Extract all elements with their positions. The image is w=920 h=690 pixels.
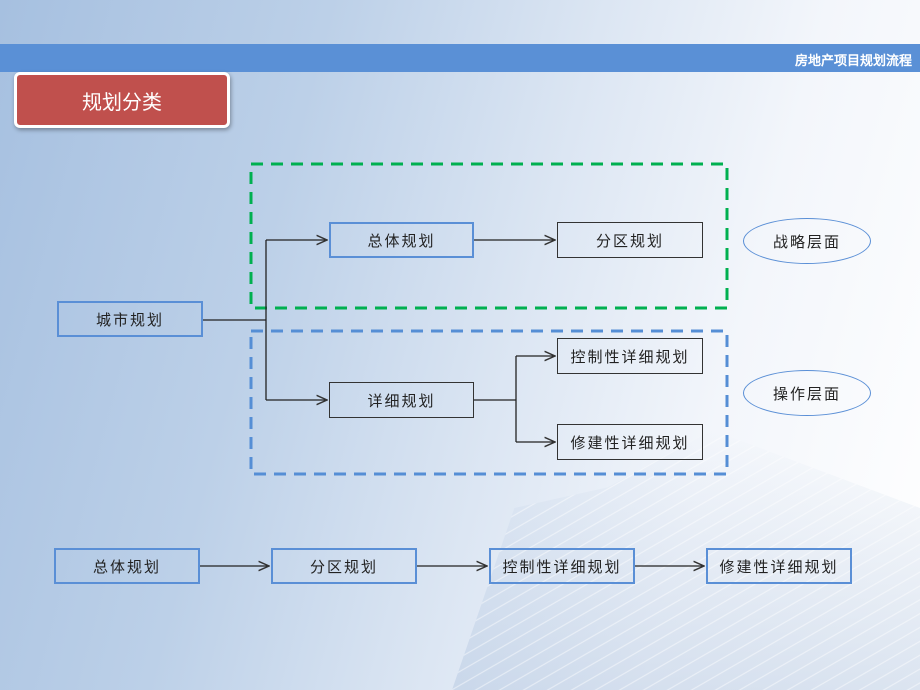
flow-step-4: 修建性详细规划 [706, 548, 852, 584]
node-zoning-plan: 分区规划 [557, 222, 703, 258]
flow-step-label: 修建性详细规划 [719, 557, 839, 576]
section-title-tab: 规划分类 [14, 72, 230, 128]
node-label: 分区规划 [595, 231, 664, 250]
node-label: 控制性详细规划 [570, 347, 690, 366]
node-constructive-detailed-plan: 修建性详细规划 [557, 424, 703, 460]
header-bar: 房地产项目规划流程 [0, 44, 920, 72]
node-label: 修建性详细规划 [570, 433, 690, 452]
node-label: 详细规划 [367, 391, 436, 410]
operational-group-frame [249, 329, 729, 476]
node-regulatory-detailed-plan: 控制性详细规划 [557, 338, 703, 374]
section-title: 规划分类 [82, 89, 162, 114]
flow-step-2: 分区规划 [271, 548, 417, 584]
flow-step-label: 分区规划 [309, 557, 378, 576]
operational-level-label: 操作层面 [743, 370, 871, 416]
ellipse-text: 操作层面 [772, 384, 841, 403]
node-urban-planning: 城市规划 [57, 301, 203, 337]
ellipse-text: 战略层面 [772, 232, 841, 251]
node-label: 城市规划 [95, 310, 164, 329]
flow-step-3: 控制性详细规划 [489, 548, 635, 584]
strategic-level-label: 战略层面 [743, 218, 871, 264]
flow-step-label: 控制性详细规划 [502, 557, 622, 576]
flow-step-label: 总体规划 [92, 557, 161, 576]
strategic-group-frame [249, 162, 729, 310]
node-detailed-plan: 详细规划 [329, 382, 474, 418]
node-label: 总体规划 [367, 231, 436, 250]
flow-step-1: 总体规划 [54, 548, 200, 584]
header-title: 房地产项目规划流程 [794, 54, 912, 69]
node-overall-plan: 总体规划 [329, 222, 474, 258]
